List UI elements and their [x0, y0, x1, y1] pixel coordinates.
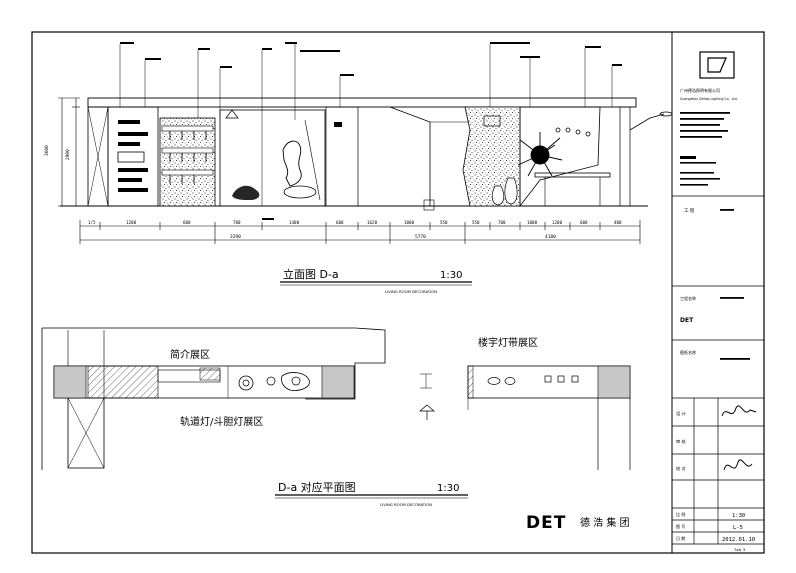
dim-bottom-13: 1200 [552, 220, 563, 225]
bottom-dimension-chain [79, 220, 641, 244]
sculpture-alcove [219, 109, 326, 207]
dim-bottom-7: 1620 [367, 220, 378, 225]
dim-left-2: 2900 [65, 149, 71, 160]
horse-sculpture [282, 140, 302, 187]
vase-left [491, 185, 505, 206]
vase-right [504, 177, 518, 205]
plan-subtitle: LIVING ROOM DECORATION [380, 502, 432, 507]
company-name-cn: 广州德浩照明有限公司 [680, 87, 720, 93]
intro-panel [107, 106, 159, 207]
company-logo [699, 51, 735, 79]
project-label: 工 程 [684, 207, 695, 214]
dim-left-1: 3600 [44, 145, 50, 156]
diagonal-display-wall [519, 106, 601, 208]
dim-bottom-5: 1400 [289, 220, 300, 225]
brand-name: 德 浩 集 团 [580, 516, 630, 529]
drawing-name-label: 图纸名称 [680, 349, 696, 355]
dim-bottom-14: 600 [580, 220, 588, 225]
elevation-drawing: 3600 2900 1/5 1200 600 780 1400 600 1620… [44, 42, 673, 294]
ceiling-band [87, 97, 637, 108]
row-number-label: 图 号 [676, 523, 685, 529]
section-arrow-mark [419, 404, 435, 412]
plan-label-intro: 简介展区 [170, 348, 210, 361]
plan-hatched-wall [87, 365, 159, 399]
dim-bottom-10: 550 [472, 220, 480, 225]
dim-bottom-8: 1000 [404, 220, 415, 225]
angled-wall [389, 106, 431, 206]
dim-total-2: 5770 [415, 234, 426, 240]
project-name-label: 工程名称 [680, 295, 696, 301]
brand-footer: DET 德 浩 集 团 [526, 513, 630, 533]
plan-label-ceiling: 楼宇灯带展区 [478, 336, 538, 349]
plan-scale: 1:30 [437, 483, 459, 494]
dim-bottom-1: 1/5 [88, 220, 96, 225]
title-block: 广州德浩照明有限公司 Guangzhou Dehao Lighting Co.,… [672, 51, 764, 552]
brand-logo: DET [526, 513, 566, 533]
display-counter [534, 172, 611, 178]
row-date-label: 日 期 [676, 535, 685, 541]
drawing-number: L-5 [733, 525, 743, 531]
sheet-border [31, 31, 765, 554]
company-name-en: Guangzhou Dehao Lighting Co., Ltd. [680, 97, 738, 101]
blank-wall [325, 106, 359, 207]
dim-bottom-4: 780 [233, 220, 241, 225]
row-check-label: 校 对 [676, 465, 686, 472]
dim-bottom-12: 1000 [527, 220, 538, 225]
dim-bottom-3: 600 [183, 220, 191, 225]
plan-fixture-2 [281, 372, 310, 391]
dim-bottom-15: 400 [614, 220, 622, 225]
row-design-label: 设 计 [676, 410, 686, 417]
row-scale-label: 比 例 [676, 511, 685, 517]
elevation-title: 立面图 D-a [283, 267, 339, 281]
right-column [619, 106, 631, 207]
dim-total-1: 3290 [230, 234, 241, 240]
dim-bottom-2: 1200 [126, 220, 137, 225]
elevation-scale: 1:30 [440, 270, 462, 281]
plan-fixture-1 [238, 375, 254, 391]
plan-drawing: 简介展区 轨道灯/斗胆灯展区 楼宇灯带展区 D-a 对应平面图 1:30 LIV… [41, 327, 631, 507]
dim-total-3: 4180 [545, 234, 556, 240]
page-mark: Tab 5 [734, 547, 745, 552]
dim-bottom-11: 700 [498, 220, 506, 225]
dim-bottom-9: 550 [440, 220, 448, 225]
left-dimension-chain [58, 97, 80, 207]
row-review-label: 审 核 [676, 438, 687, 445]
signature-design [721, 405, 757, 417]
signature-check [723, 459, 753, 471]
plan-label-track: 轨道灯/斗胆灯展区 [180, 415, 263, 428]
title-block-brand-mark: DET [680, 317, 694, 324]
sunburst-ornament [517, 132, 563, 177]
plan-room-outline [42, 327, 386, 400]
plan-title: D-a 对应平面图 [278, 480, 356, 494]
wall-lamp [629, 113, 665, 131]
elevation-subtitle: LIVING ROOM DECORATION [385, 289, 437, 294]
scale-value: 1:30 [732, 513, 745, 519]
leader-label-tags [120, 42, 622, 220]
dim-bottom-6: 600 [336, 220, 344, 225]
date-value: 2012.01.10 [722, 537, 755, 543]
